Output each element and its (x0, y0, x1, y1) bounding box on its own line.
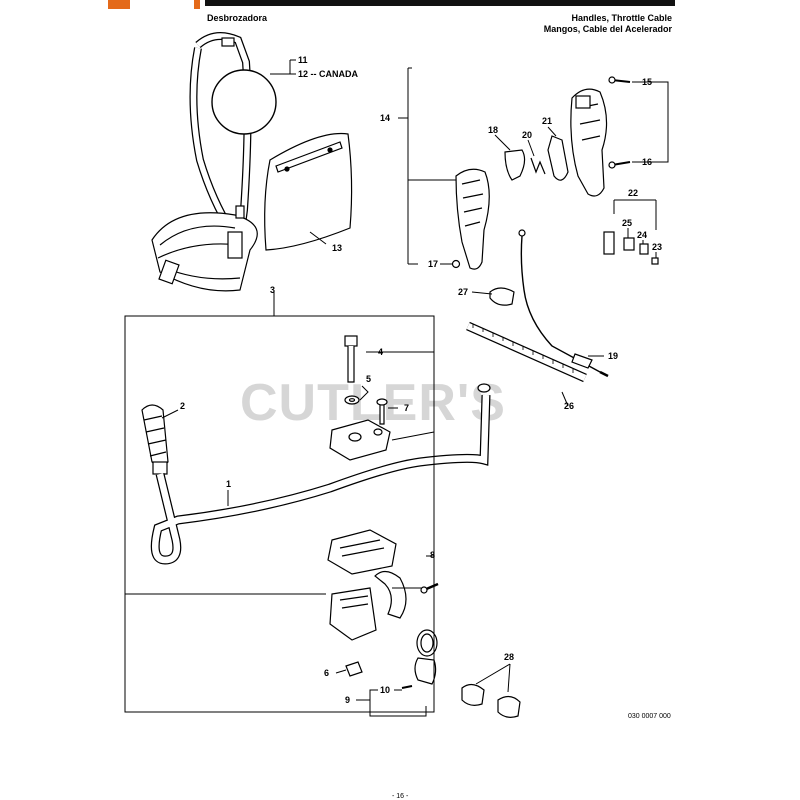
callout-5: 5 (366, 374, 371, 384)
callout-23: 23 (652, 242, 662, 252)
callout-7: 7 (404, 403, 409, 413)
doc-code: 030 0007 000 (628, 713, 671, 720)
callout-18: 18 (488, 125, 498, 135)
callout-4: 4 (378, 347, 383, 357)
callout-11: 11 (298, 55, 308, 65)
pad-drawing (264, 132, 353, 251)
callout-13: 13 (332, 243, 342, 253)
callout-6: 6 (324, 668, 329, 678)
harness-drawing (151, 32, 277, 292)
callout-26: 26 (564, 401, 574, 411)
callout-15: 15 (642, 77, 652, 87)
page-number: - 16 - (392, 793, 409, 800)
callout-10: 10 (380, 685, 390, 695)
header-right-title-en: Handles, Throttle Cable (571, 13, 672, 23)
callout-27: 27 (458, 287, 468, 297)
callout-8: 8 (430, 550, 435, 560)
callout-labels: 11 12 -- CANADA 13 14 15 16 17 18 19 20 … (180, 55, 671, 800)
callout-leaders (124, 59, 669, 717)
header-left-title: Desbrozadora (207, 13, 268, 23)
callout-14: 14 (380, 113, 390, 123)
bull-handle-drawing (141, 335, 521, 718)
callout-17: 17 (428, 259, 438, 269)
callout-22: 22 (628, 188, 638, 198)
callout-12: 12 -- CANADA (298, 69, 359, 79)
callout-2: 2 (180, 401, 185, 411)
callout-9: 9 (345, 695, 350, 705)
callout-28: 28 (504, 652, 514, 662)
callout-21: 21 (542, 116, 552, 126)
throttle-handle-drawing (451, 76, 659, 383)
callout-24: 24 (637, 230, 647, 240)
callout-19: 19 (608, 351, 618, 361)
brand-logo (108, 0, 200, 9)
callout-16: 16 (642, 157, 652, 167)
callout-20: 20 (522, 130, 532, 140)
header-rule (205, 0, 675, 6)
header-right-title-es: Mangos, Cable del Acelerador (543, 24, 672, 34)
callout-1: 1 (226, 479, 231, 489)
callout-3: 3 (270, 285, 275, 295)
callout-25: 25 (622, 218, 632, 228)
